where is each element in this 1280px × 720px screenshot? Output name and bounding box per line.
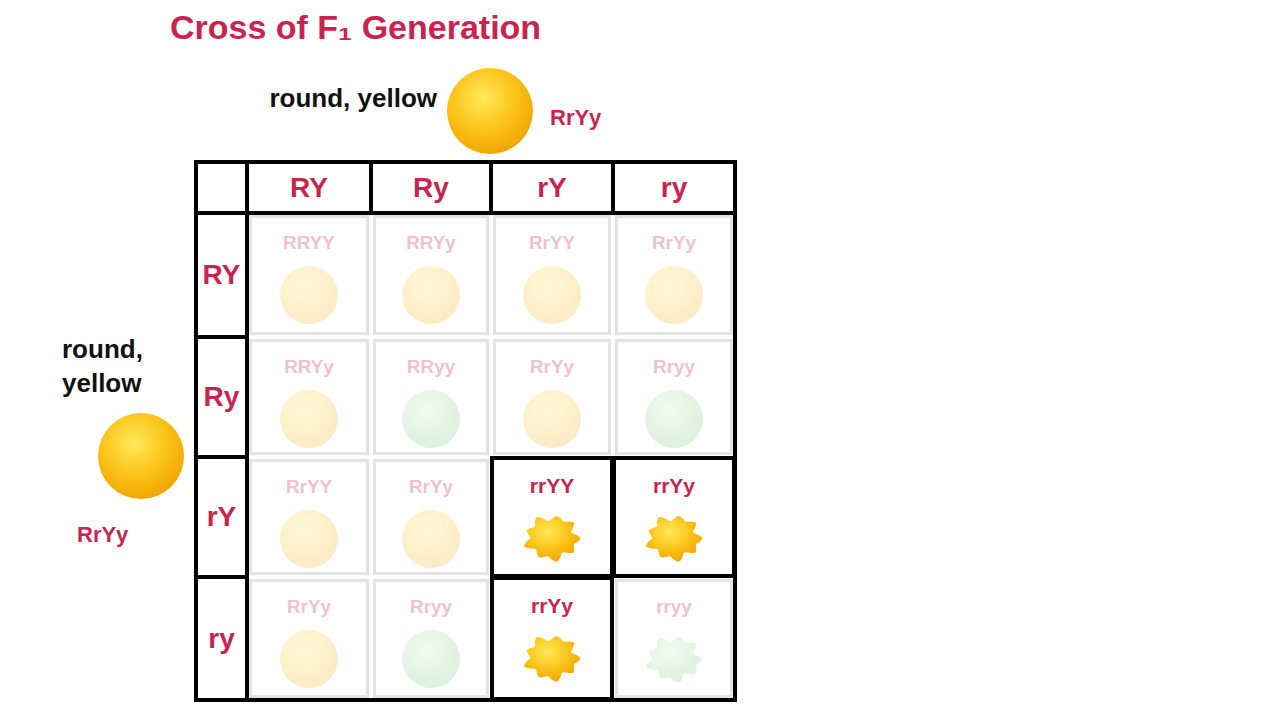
gamete-header: rY	[491, 162, 613, 213]
round-yellow-pea	[280, 390, 338, 448]
gamete-header: Ry	[196, 337, 247, 457]
phenotype-label: round, yellow	[62, 333, 174, 401]
offspring-cell: RrYy	[493, 339, 611, 455]
gamete-label: Ry	[413, 172, 449, 204]
genotype-label: rrYY	[494, 473, 610, 498]
genotype-label: RrYy	[77, 521, 128, 550]
genotype-label: RRyy	[376, 356, 486, 379]
phenotype-label: round, yellow	[269, 82, 437, 116]
offspring-cell: rrYY	[490, 456, 614, 578]
wrinkled-yellow-pea	[646, 516, 702, 562]
pea-illustration	[98, 413, 184, 499]
genotype-label: RrYY	[496, 232, 608, 255]
grid-line	[196, 455, 247, 459]
round-green-pea	[402, 390, 460, 448]
round-green-pea	[402, 630, 460, 688]
grid-line	[369, 162, 373, 213]
genotype-label: Rryy	[376, 596, 486, 619]
offspring-cell: rrYy	[612, 456, 736, 578]
round-yellow-pea	[280, 266, 338, 324]
round-yellow-pea	[280, 630, 338, 688]
round-yellow-pea	[280, 510, 338, 568]
title-text: Cross of F₁ Generation	[170, 8, 541, 47]
gamete-label: RY	[290, 172, 328, 204]
gamete-label: ry	[208, 623, 234, 655]
gamete-header: Ry	[371, 162, 491, 213]
parent-pea: round, yellowRrYy	[98, 413, 184, 499]
offspring-cell: RRyy	[373, 339, 489, 455]
gamete-header: ry	[613, 162, 735, 213]
genotype-label: RRYy	[252, 356, 366, 379]
parent-pea: round, yellowRrYy	[447, 68, 533, 154]
round-yellow-pea	[402, 266, 460, 324]
offspring-cell: Rryy	[615, 339, 733, 455]
offspring-cell: RRYy	[373, 215, 489, 335]
grid-outline	[196, 162, 735, 700]
round-green-pea	[645, 390, 703, 448]
gamete-label: rY	[537, 172, 567, 204]
offspring-cell: rryy	[615, 579, 733, 698]
gamete-header: RY	[196, 213, 247, 337]
wrinkled-yellow-pea	[524, 516, 580, 562]
gamete-header: ry	[196, 577, 247, 700]
genotype-label: rryy	[618, 596, 730, 619]
offspring-cell: Rryy	[373, 579, 489, 698]
offspring-cell: RRYy	[249, 339, 369, 455]
genotype-label: RRYY	[252, 232, 366, 255]
genotype-label: rrYy	[494, 593, 610, 618]
pea-illustration	[447, 68, 533, 154]
round-yellow-pea	[523, 390, 581, 448]
genotype-label: RrYy	[496, 356, 608, 379]
round-yellow-pea	[645, 266, 703, 324]
gamete-header: rY	[196, 457, 247, 577]
wrinkled-green-pea	[646, 637, 702, 683]
offspring-cell: RRYY	[249, 215, 369, 335]
gamete-label: rY	[207, 501, 237, 533]
grid-line	[196, 575, 247, 579]
grid-line	[489, 162, 493, 213]
genotype-label: RrYy	[252, 596, 366, 619]
genotype-label: Rryy	[618, 356, 730, 379]
offspring-cell: rrYy	[490, 576, 614, 701]
gamete-header: RY	[247, 162, 371, 213]
gamete-label: ry	[661, 172, 687, 204]
genotype-label: RrYy	[550, 104, 601, 133]
genotype-label: RrYy	[618, 232, 730, 255]
round-yellow-pea	[98, 413, 184, 499]
offspring-cell: RrYy	[615, 215, 733, 335]
offspring-cell: RrYY	[493, 215, 611, 335]
offspring-cell: RrYy	[373, 459, 489, 575]
genotype-label: RRYy	[376, 232, 486, 255]
offspring-cell: RrYY	[249, 459, 369, 575]
gamete-label: Ry	[204, 381, 240, 413]
wrinkled-yellow-pea	[524, 636, 580, 682]
gamete-label: RY	[203, 259, 241, 291]
round-yellow-pea	[447, 68, 533, 154]
grid-line	[611, 162, 615, 213]
grid-line	[196, 335, 247, 339]
genotype-label: RrYY	[252, 476, 366, 499]
offspring-cell: RrYy	[249, 579, 369, 698]
round-yellow-pea	[402, 510, 460, 568]
genotype-label: rrYy	[616, 473, 732, 498]
genotype-label: RrYy	[376, 476, 486, 499]
round-yellow-pea	[523, 266, 581, 324]
